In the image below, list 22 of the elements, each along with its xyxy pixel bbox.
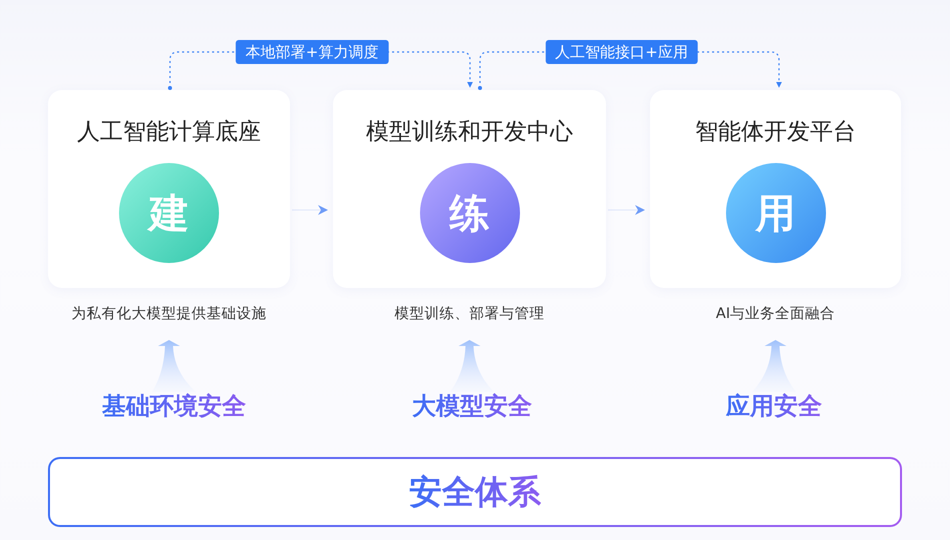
- security-label: 基础环境安全: [102, 391, 246, 421]
- character-circle: 练: [420, 163, 520, 263]
- card-caption: 模型训练、部署与管理: [394, 304, 544, 323]
- chevron-arrow: [292, 205, 328, 215]
- card-title: 智能体开发平台: [694, 118, 857, 147]
- card-title: 人工智能计算底座: [76, 118, 262, 147]
- security-label: 应用安全: [726, 391, 822, 421]
- platform-card: [650, 90, 901, 288]
- card-caption: AI与业务全面融合: [716, 305, 836, 323]
- upward-arrow: [450, 340, 494, 392]
- character-circle: 建: [119, 163, 219, 263]
- chevron-arrow: [608, 205, 645, 215]
- platform-card: [48, 90, 290, 288]
- edge-label: 人工智能接口+应用: [545, 40, 698, 64]
- platform-card: [333, 90, 606, 288]
- card-title: 模型训练和开发中心: [365, 118, 574, 147]
- card-caption: 为私有化大模型提供基础设施: [72, 305, 266, 323]
- security-label: 大模型安全: [412, 391, 532, 421]
- character-circle: 用: [726, 163, 826, 263]
- edge-label: 本地部署+算力调度: [236, 40, 388, 64]
- upward-arrow: [752, 340, 796, 392]
- security-system-box: [48, 457, 902, 527]
